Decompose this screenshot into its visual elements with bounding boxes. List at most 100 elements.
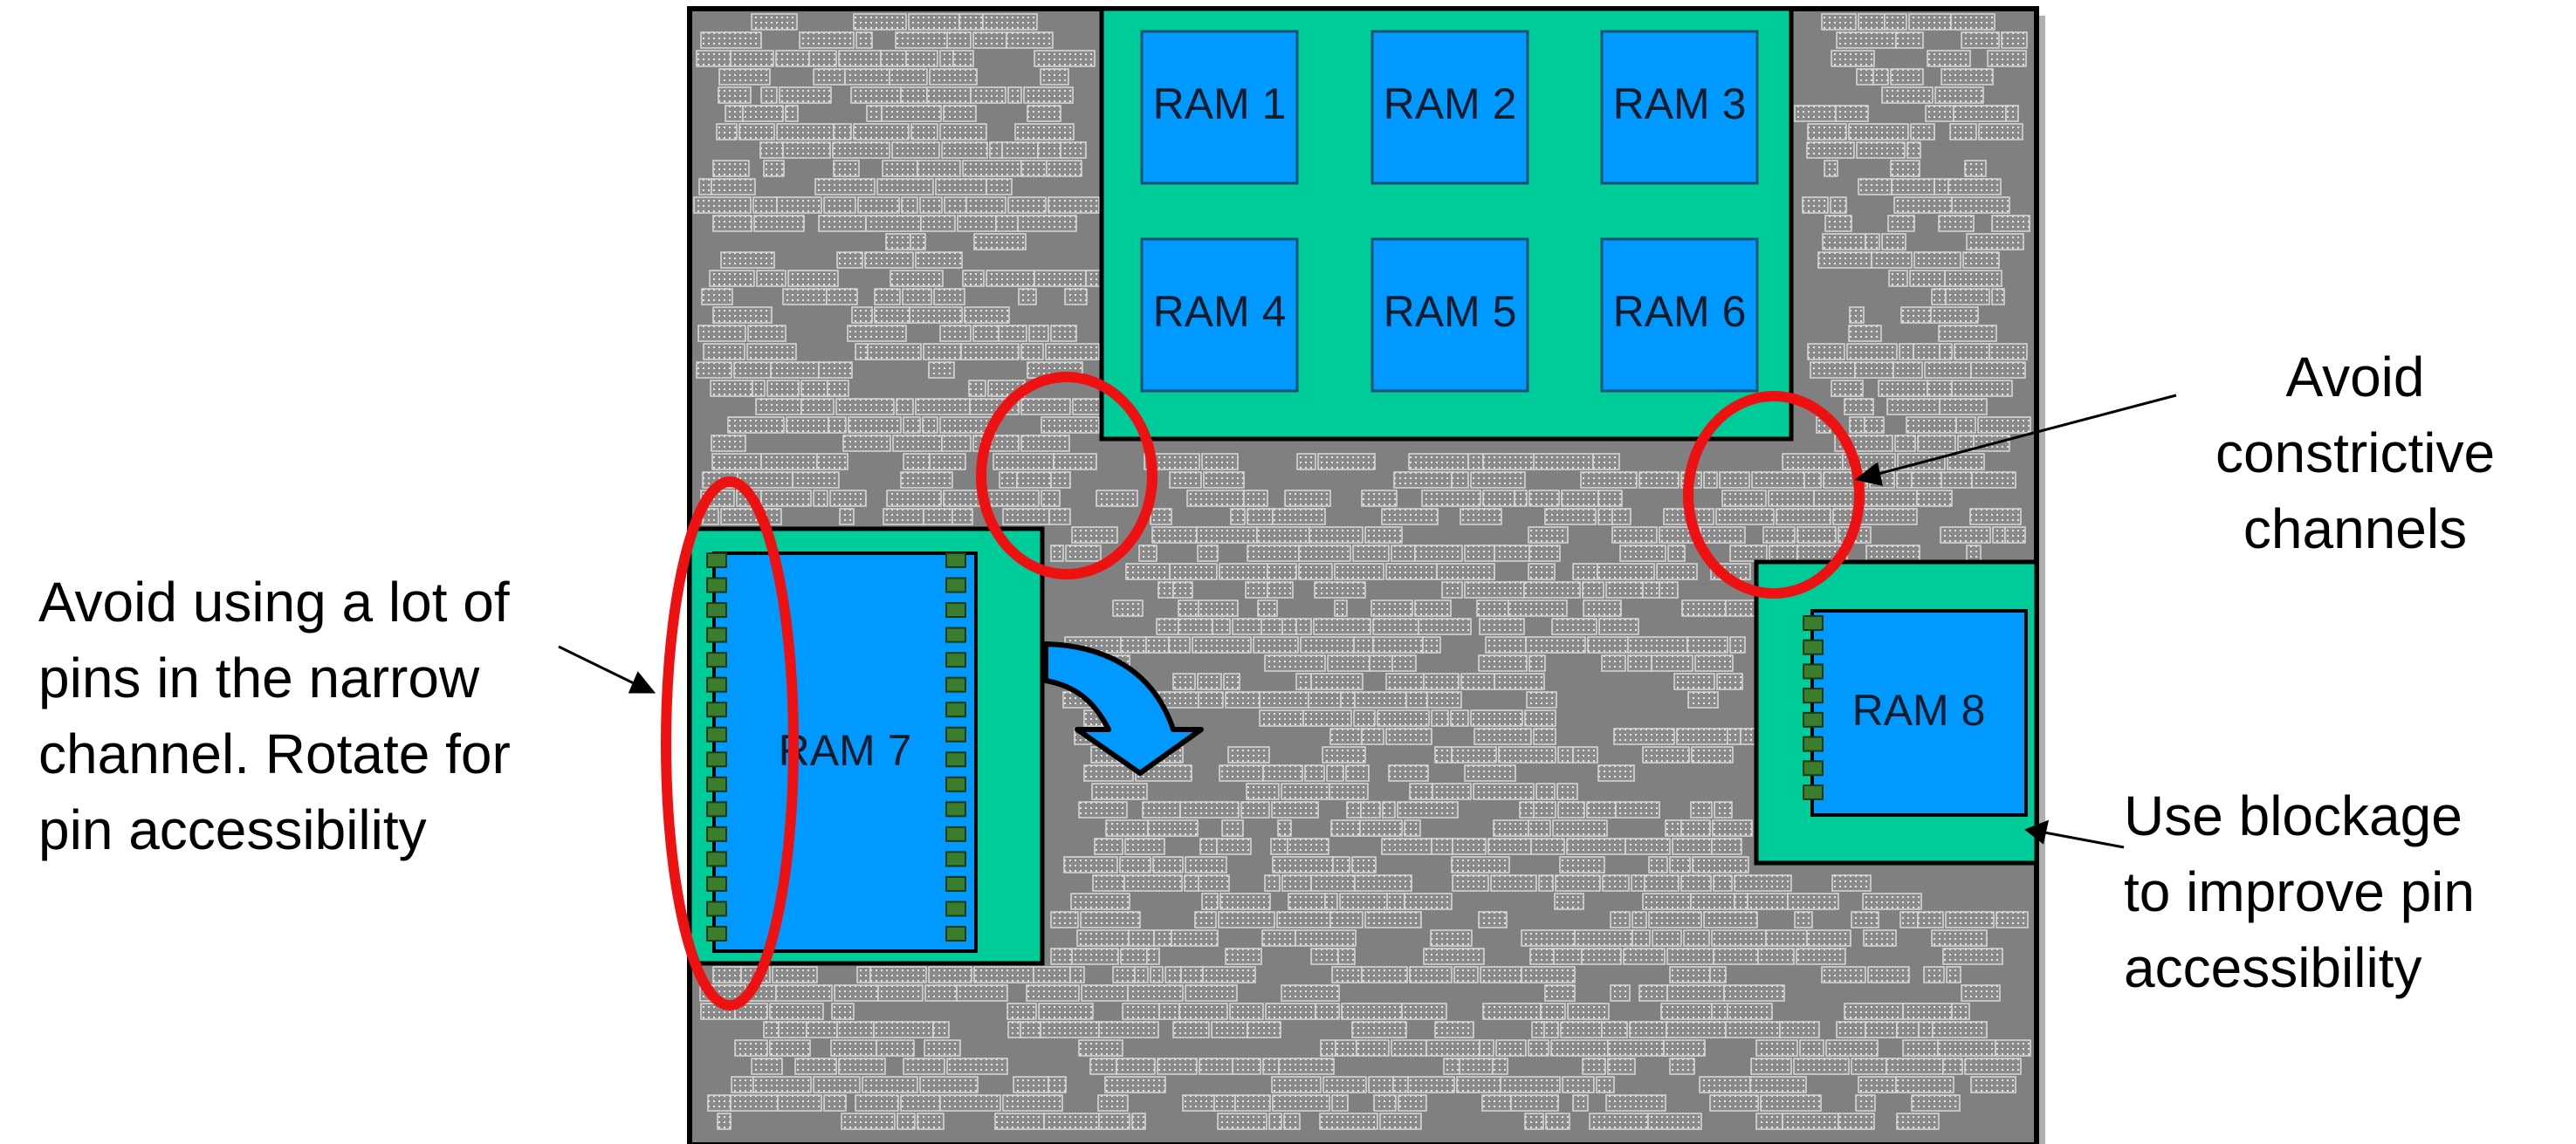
standard-cell (1851, 911, 1879, 928)
standard-cell (711, 178, 756, 195)
pin (706, 825, 727, 842)
standard-cell (1893, 196, 1953, 214)
standard-cell (1644, 874, 1680, 892)
standard-cell (1970, 361, 2026, 379)
standard-cell (841, 1113, 896, 1130)
standard-cell (823, 1094, 847, 1112)
standard-cell (1478, 911, 1508, 928)
standard-cell (1382, 801, 1396, 819)
standard-cell (1944, 270, 2002, 287)
standard-cell (766, 380, 800, 397)
standard-cell (1426, 691, 1462, 709)
standard-cell (1863, 929, 1897, 947)
standard-cell (1219, 764, 1264, 782)
pin-rotation-line-4: pin accessibility (38, 798, 427, 861)
standard-cell (1482, 1003, 1542, 1020)
standard-cell (1551, 618, 1597, 635)
standard-cell (813, 1076, 861, 1093)
standard-cell (1120, 636, 1147, 654)
standard-cell (786, 416, 829, 434)
standard-cell (1836, 31, 1897, 49)
standard-cell (1961, 31, 2000, 49)
standard-cell (1259, 709, 1304, 727)
standard-cell (986, 270, 1035, 287)
standard-cell (1864, 416, 1885, 434)
standard-cell (772, 966, 818, 983)
standard-cell (1096, 490, 1138, 507)
standard-cell (1574, 929, 1633, 947)
standard-cell (1648, 856, 1668, 873)
standard-cell (1607, 1058, 1636, 1075)
standard-cell (1007, 196, 1047, 214)
standard-cell (1070, 893, 1130, 910)
standard-cell (902, 288, 932, 305)
standard-cell (1787, 893, 1839, 910)
standard-cell (794, 1058, 837, 1075)
standard-cell (944, 196, 967, 214)
standard-cell (1385, 673, 1425, 690)
standard-cell (844, 68, 890, 86)
standard-cell (962, 270, 985, 287)
standard-cell (1831, 50, 1875, 67)
standard-cell (1372, 636, 1424, 654)
standard-cell (1931, 288, 1947, 305)
standard-cell (1906, 416, 1957, 434)
standard-cell (903, 416, 921, 434)
standard-cell (1319, 1113, 1378, 1130)
ram-3: RAM 3 (1600, 30, 1759, 185)
standard-cell (1408, 453, 1469, 470)
standard-cell (1782, 1113, 1839, 1130)
standard-cell (1755, 1039, 1798, 1057)
standard-cell-rows (693, 13, 2031, 1130)
standard-cell (1351, 856, 1377, 873)
standard-cell (1060, 141, 1087, 159)
standard-cell (1020, 398, 1071, 415)
standard-cell (1092, 874, 1125, 892)
standard-cell (1687, 691, 1719, 709)
annotation-blockage: Use blockage to improve pin accessibilit… (2124, 784, 2475, 999)
standard-cell (751, 13, 798, 31)
standard-cell (1171, 929, 1219, 947)
standard-cell (1543, 1021, 1559, 1038)
standard-cell (1648, 911, 1702, 928)
standard-cell (1796, 948, 1846, 965)
standard-cell (1436, 563, 1495, 580)
standard-cell (696, 50, 732, 67)
standard-cell (1729, 636, 1746, 654)
standard-cell (1989, 343, 2028, 360)
standard-cell (1007, 86, 1022, 104)
standard-cell (1450, 709, 1469, 727)
standard-cell (998, 325, 1027, 342)
standard-cell (1964, 160, 1987, 177)
standard-cell (1164, 966, 1182, 983)
standard-cell (1725, 1021, 1781, 1038)
standard-cell (1048, 1076, 1067, 1093)
standard-cell (1531, 1021, 1545, 1038)
standard-cell (1388, 764, 1429, 782)
standard-cell (1890, 160, 1920, 177)
standard-cell (1602, 874, 1630, 892)
standard-cell (1216, 838, 1252, 855)
standard-cell (1219, 563, 1268, 580)
standard-cell (1315, 1003, 1340, 1020)
standard-cell (813, 490, 828, 507)
standard-cell (1178, 1003, 1228, 1020)
standard-cell (1434, 746, 1453, 764)
standard-cell (946, 1058, 1008, 1075)
standard-cell (1572, 563, 1598, 580)
standard-cell (1178, 599, 1199, 617)
standard-cell (782, 288, 828, 305)
standard-cell (1669, 1058, 1695, 1075)
standard-cell (1849, 416, 1865, 434)
standard-cell (1862, 893, 1922, 910)
standard-cell (1540, 1003, 1566, 1020)
standard-cell (1858, 1076, 1897, 1093)
standard-cell (851, 306, 873, 324)
standard-cell (1806, 141, 1855, 159)
standard-cell (1601, 654, 1626, 672)
pin-rotation-arrowhead (628, 671, 656, 694)
standard-cell (1680, 874, 1712, 892)
pin (1803, 711, 1824, 728)
standard-cell (759, 141, 784, 159)
standard-cell (1854, 361, 1894, 379)
